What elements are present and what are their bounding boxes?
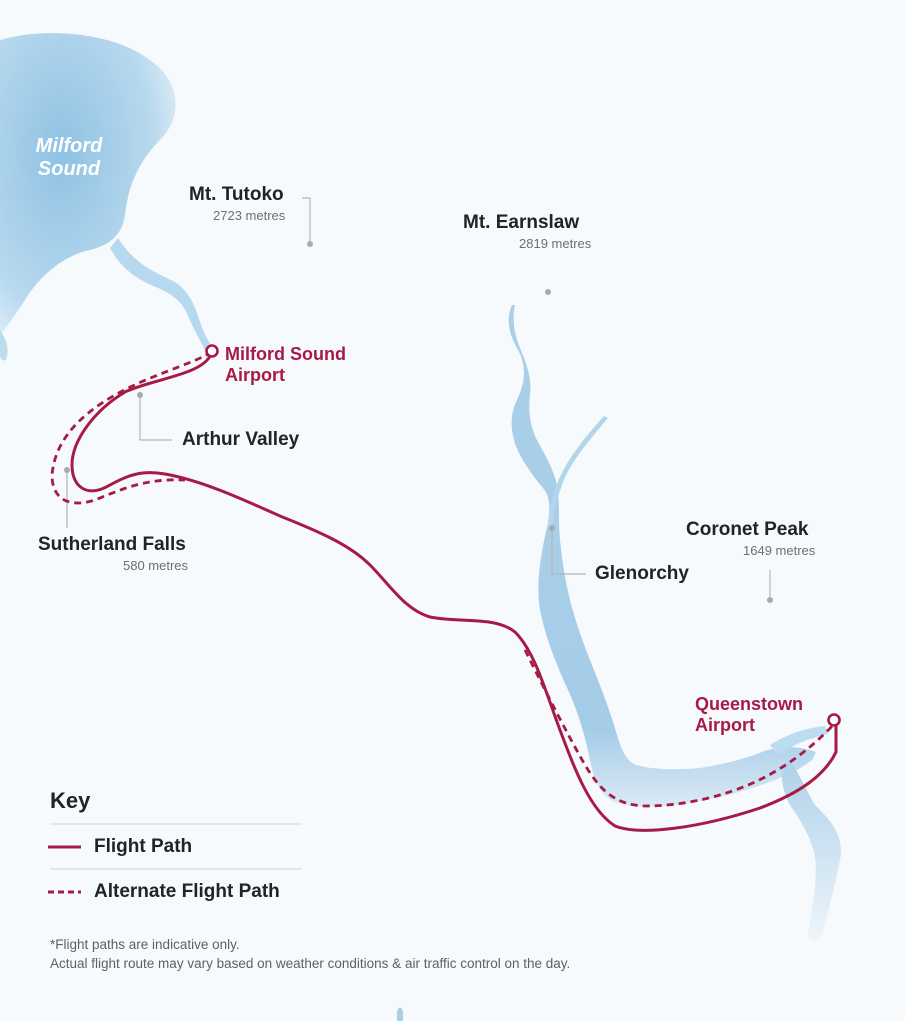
queenstown-airport-marker: [827, 713, 841, 727]
key-title: Key: [50, 788, 91, 813]
lake-wakatipu-water: [508, 305, 816, 807]
cleddau-inlet-water: [110, 238, 215, 352]
mt-earnslaw-marker: [545, 289, 551, 295]
glenorchy-label: Glenorchy: [595, 563, 689, 584]
disclaimer-note: *Flight paths are indicative only. Actua…: [50, 935, 570, 973]
frankton-arm-water: [770, 726, 828, 755]
mt-earnslaw-height: 2819 metres: [519, 236, 592, 251]
leader-lines: [66, 197, 771, 598]
arthur-valley-marker: [137, 392, 143, 398]
milford-sound-water: [0, 33, 176, 335]
coronet-peak-name: Coronet Peak: [686, 519, 809, 540]
milford-airport-line2: Airport: [225, 365, 285, 385]
milford-sound-label-line2: Sound: [37, 158, 101, 180]
sutherland-falls-height: 580 metres: [123, 558, 189, 573]
mt-tutoko-marker: [307, 241, 313, 247]
location-markers: [64, 241, 773, 603]
arthur-valley-label: Arthur Valley: [182, 429, 300, 450]
sutherland-falls-marker: [64, 467, 70, 473]
coronet-peak-height: 1649 metres: [743, 543, 816, 558]
queenstown-airport-line1: Queenstown: [695, 694, 804, 714]
mt-earnslaw-name: Mt. Earnslaw: [463, 212, 580, 233]
glenorchy-marker: [549, 525, 555, 531]
milford-sound-airport-label: Milford Sound Airport: [225, 344, 346, 386]
key-flight-path-label: Flight Path: [94, 836, 193, 857]
kawarau-arm-water: [782, 760, 841, 942]
queenstown-airport-label: Queenstown Airport: [695, 694, 803, 736]
mt-tutoko-height: 2723 metres: [213, 208, 286, 223]
disclaimer-line1: *Flight paths are indicative only.: [50, 937, 240, 952]
queenstown-airport-line2: Airport: [695, 715, 755, 735]
key-alternate-flight-path-label: Alternate Flight Path: [94, 881, 280, 902]
milford-sound-label-line1: Milford: [35, 135, 103, 157]
coronet-peak-marker: [767, 597, 773, 603]
milford-sound-water: [0, 330, 8, 361]
mt-tutoko-name: Mt. Tutoko: [189, 184, 284, 205]
alternate-flight-path: [50, 350, 213, 505]
primary-flight-path: [70, 351, 838, 832]
disclaimer-line2: Actual flight route may vary based on we…: [50, 956, 571, 971]
sutherland-falls-name: Sutherland Falls: [38, 534, 186, 555]
milford-sound-label: Milford Sound: [26, 135, 112, 181]
milford-airport-marker: [205, 344, 219, 358]
bottom-inlet-water: [397, 1007, 403, 1021]
milford-airport-line1: Milford Sound: [225, 344, 346, 364]
alternate-flight-path: [523, 649, 838, 808]
